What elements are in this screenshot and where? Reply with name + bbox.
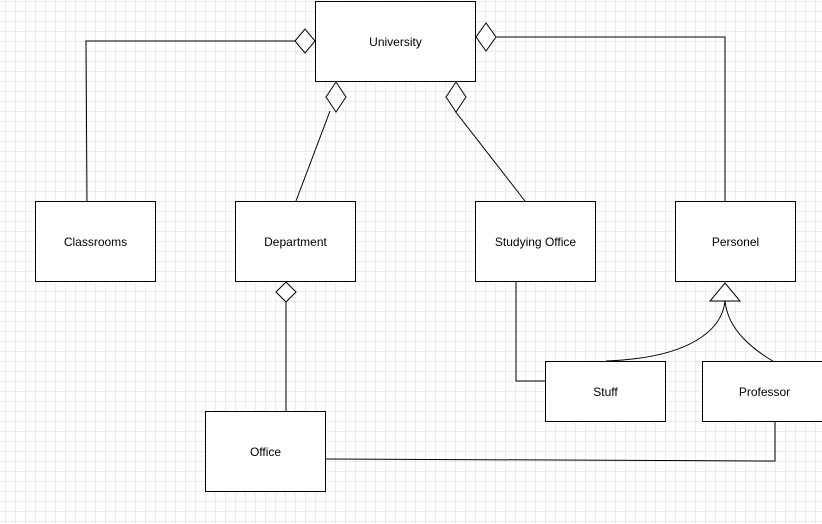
class-studying-office-label: Studying Office	[494, 234, 577, 249]
class-studying-office[interactable]: Studying Office	[475, 201, 596, 282]
class-stuff[interactable]: Stuff	[545, 361, 666, 422]
connector-department-university[interactable]	[295, 110, 331, 202]
connector-stuff-personel[interactable]	[605, 300, 726, 362]
connector-studying-university[interactable]	[454, 110, 526, 202]
aggregation-diamond-classrooms	[294, 28, 316, 54]
class-personel-label: Personel	[711, 234, 760, 249]
class-university-label: University	[369, 34, 422, 49]
connector-studying-stuff[interactable]	[515, 282, 545, 382]
generalization-triangle-icon	[708, 282, 742, 302]
aggregation-diamond-office	[275, 281, 297, 303]
aggregation-diamond-studying	[445, 81, 467, 113]
aggregation-diamond-department	[325, 81, 347, 113]
connector-personel-university[interactable]	[496, 36, 726, 201]
class-university[interactable]: University	[315, 1, 476, 82]
class-personel[interactable]: Personel	[675, 201, 796, 282]
connector-office-professor[interactable]	[325, 422, 776, 462]
class-stuff-label: Stuff	[593, 384, 618, 399]
class-department[interactable]: Department	[235, 201, 356, 282]
class-office[interactable]: Office	[205, 411, 326, 492]
aggregation-diamond-personel	[475, 22, 497, 52]
class-professor-label: Professor	[738, 384, 791, 399]
class-professor[interactable]: Professor	[702, 361, 822, 422]
class-department-label: Department	[264, 234, 327, 249]
class-classrooms-label: Classrooms	[63, 234, 128, 249]
class-classrooms[interactable]: Classrooms	[35, 201, 156, 282]
connector-classrooms-university[interactable]	[85, 40, 295, 205]
class-office-label: Office	[249, 444, 282, 459]
connector-professor-personel[interactable]	[724, 300, 784, 368]
